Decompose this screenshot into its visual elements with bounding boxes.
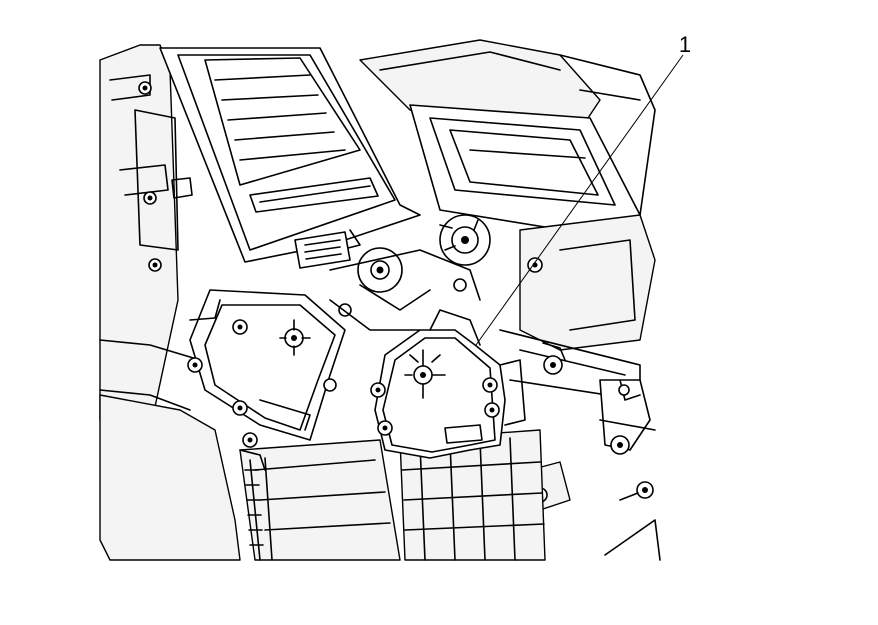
lower-duct-frame	[239, 429, 546, 561]
air-inlet-vent	[159, 47, 421, 263]
left-actuator	[187, 289, 346, 471]
center-actuator	[370, 309, 526, 459]
callout-1: 1	[475, 32, 691, 346]
callout-label-1: 1	[679, 32, 691, 57]
blower-outlet-duct	[359, 39, 656, 241]
blend-door-gear	[294, 214, 491, 331]
hvac-case-housing	[99, 44, 241, 561]
